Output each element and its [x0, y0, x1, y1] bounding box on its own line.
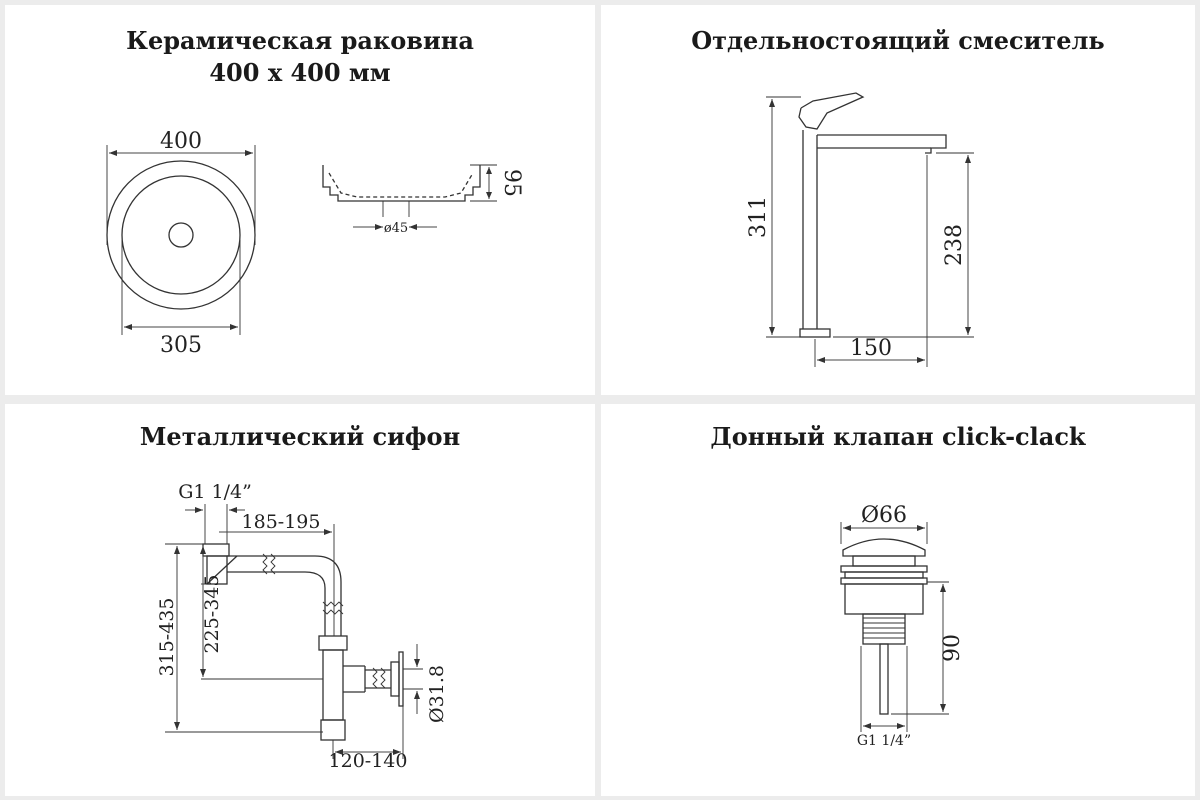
faucet-panel: Отдельностоящий смеситель 311 [601, 5, 1195, 395]
sink-title-line2: 400 х 400 мм [209, 58, 391, 87]
valve-drawing: Ø66 [840, 503, 965, 749]
sink-panel: Керамическая раковина 400 х 400 мм 400 3… [5, 5, 595, 395]
faucet-dim-total-height: 311 [746, 196, 771, 238]
siphon-title: Металлический сифон [139, 422, 461, 451]
faucet-dim-reach: 150 [850, 336, 892, 361]
sink-drawing: 400 305 ø45 [106, 129, 524, 358]
faucet-body [798, 92, 947, 338]
siphon-dim-inner: 225-345 [201, 575, 223, 654]
siphon-drawing: G1 1/4” 185-195 [156, 481, 448, 772]
valve-dim-cap: Ø66 [861, 503, 907, 528]
siphon-dim-wall: 120-140 [329, 750, 408, 772]
faucet-drawing: 311 238 150 [746, 92, 974, 367]
sink-title-line1: Керамическая раковина [126, 26, 474, 55]
valve-title: Донный клапан click-clack [710, 422, 1086, 451]
valve-body [840, 538, 928, 715]
siphon-dim-total: 315-435 [156, 598, 178, 677]
siphon-panel: Металлический сифон G1 1/4” 185-195 [5, 404, 595, 796]
sink-dim-inner: 305 [160, 333, 202, 358]
valve-dim-thread: G1 1/4” [857, 733, 911, 749]
faucet-dim-spout-height: 238 [942, 224, 967, 266]
sink-dim-drain: ø45 [384, 221, 408, 236]
siphon-dim-offset: 185-195 [242, 511, 321, 533]
sink-side-view: ø45 95 [322, 164, 524, 236]
siphon-body [202, 543, 404, 741]
sink-top-view: 400 305 [106, 129, 256, 358]
valve-panel: Донный клапан click-clack Ø66 [601, 404, 1195, 796]
siphon-dim-outlet: Ø31.8 [426, 665, 448, 723]
faucet-title: Отдельностоящий смеситель [691, 26, 1105, 55]
siphon-dim-thread: G1 1/4” [178, 481, 252, 503]
valve-dim-height: 90 [940, 634, 965, 662]
sink-dim-outer: 400 [160, 129, 202, 154]
sink-dim-height: 95 [499, 169, 524, 197]
